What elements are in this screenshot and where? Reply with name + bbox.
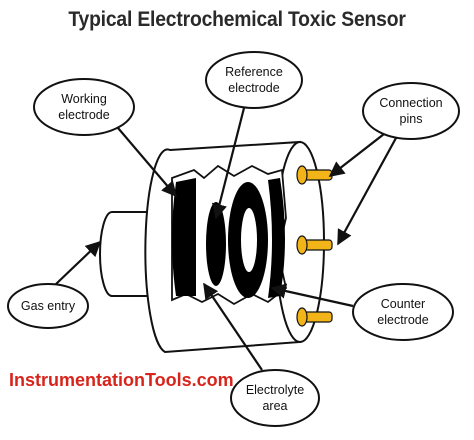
label-working-electrode-line1: Working [61, 92, 107, 106]
label-electrolyte-area-line1: Electrolyte [246, 383, 304, 397]
label-connection-pins-line2: pins [400, 112, 423, 126]
callout-reference-electrode: Reference electrode [205, 51, 303, 109]
leader-arrows [55, 107, 397, 371]
arrow-working-electrode [117, 127, 177, 198]
reference-electrode-disc [206, 202, 226, 286]
callout-gas-entry: Gas entry [7, 283, 89, 329]
label-counter-electrode-line2: electrode [377, 313, 428, 327]
counter-electrode [228, 182, 268, 298]
diagram-title: Typical Electrochemical Toxic Sensor [68, 8, 406, 31]
arrow-reference-electrode [211, 107, 246, 220]
label-gas-entry: Gas entry [21, 299, 76, 313]
arrow-gas-entry [55, 240, 102, 285]
label-counter-electrode-line1: Counter [381, 297, 425, 311]
arrow-connection-pin-top [328, 133, 385, 177]
working-electrode [172, 178, 196, 296]
arrow-connection-pin-middle [337, 137, 397, 246]
connection-pin [296, 235, 333, 255]
label-connection-pins-line1: Connection [379, 96, 442, 110]
label-reference-electrode-line2: electrode [228, 81, 279, 95]
arrow-counter-electrode [270, 283, 354, 308]
label-reference-electrode-line1: Reference [225, 65, 283, 79]
connection-pin [296, 307, 333, 327]
label-electrolyte-area-line2: area [262, 399, 287, 413]
watermark-text: InstrumentationTools.com [9, 370, 234, 390]
callout-working-electrode: Working electrode [33, 78, 135, 136]
callout-connection-pins: Connection pins [362, 82, 460, 140]
callout-electrolyte-area: Electrolyte area [230, 369, 320, 427]
arrow-electrolyte-area [203, 282, 263, 371]
label-working-electrode-line2: electrode [58, 108, 109, 122]
callout-counter-electrode: Counter electrode [352, 283, 454, 341]
rear-electrode [268, 178, 285, 298]
